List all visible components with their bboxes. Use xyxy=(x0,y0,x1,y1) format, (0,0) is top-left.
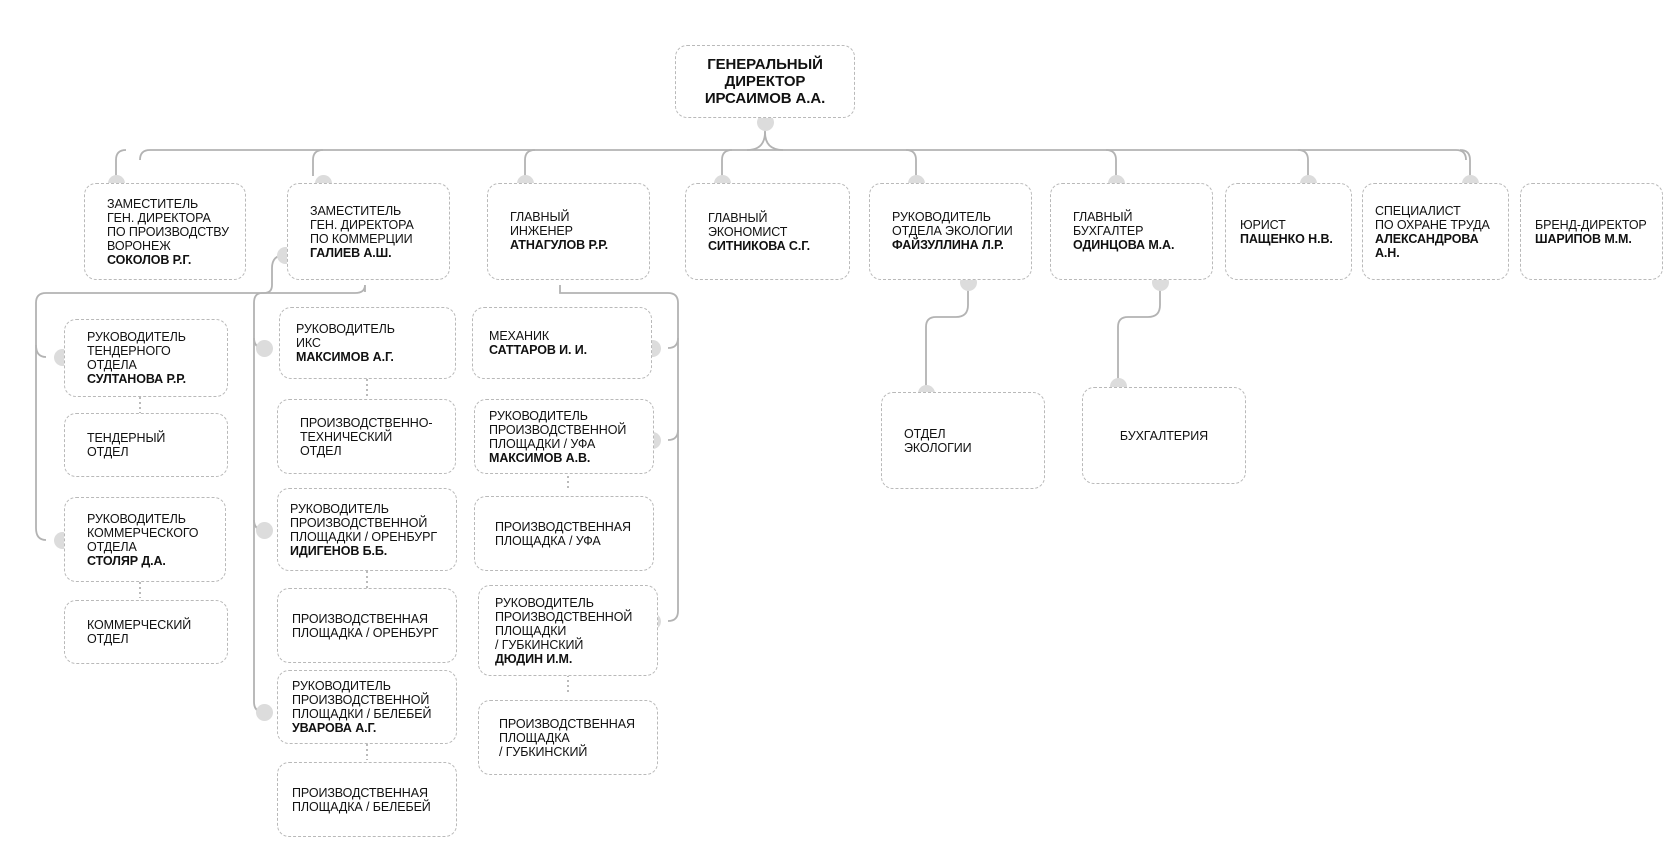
role: РУКОВОДИТЕЛЬ ПРОИЗВОДСТВЕННОЙ ПЛОЩАДКИ /… xyxy=(292,679,432,721)
role: ЮРИСТ xyxy=(1240,217,1286,232)
iks-head-box: РУКОВОДИТЕЛЬ ИКС МАКСИМОВ А.Г. xyxy=(279,307,456,379)
person-name: АЛЕКСАНДРОВА А.Н. xyxy=(1375,231,1479,260)
pto-department-box: ПРОИЗВОДСТВЕННО- ТЕХНИЧЕСКИЙ ОТДЕЛ xyxy=(277,399,456,474)
ceo-title-line1: ГЕНЕРАЛЬНЫЙ xyxy=(707,56,823,73)
role: ГЛАВНЫЙ ЭКОНОМИСТ xyxy=(708,210,788,239)
person-name: ДЮДИН И.М. xyxy=(495,651,573,666)
gubkinsky-head-box: РУКОВОДИТЕЛЬ ПРОИЗВОДСТВЕННОЙ ПЛОЩАДКИ /… xyxy=(478,585,658,676)
department-label: ПРОИЗВОДСТВЕННО- ТЕХНИЧЕСКИЙ ОТДЕЛ xyxy=(300,415,433,458)
belebey-head-box: РУКОВОДИТЕЛЬ ПРОИЗВОДСТВЕННОЙ ПЛОЩАДКИ /… xyxy=(277,670,457,744)
orenburg-head-box: РУКОВОДИТЕЛЬ ПРОИЗВОДСТВЕННОЙ ПЛОЩАДКИ /… xyxy=(277,488,457,571)
department-label: ОТДЕЛ ЭКОЛОГИИ xyxy=(904,426,972,455)
lawyer-box: ЮРИСТ ПАЩЕНКО Н.В. xyxy=(1225,183,1352,280)
person-name: АТНАГУЛОВ Р.Р. xyxy=(510,238,608,252)
person-name: СТОЛЯР Д.А. xyxy=(87,553,166,568)
role: ГЛАВНЫЙ БУХГАЛТЕР xyxy=(1073,210,1144,238)
safety-specialist-box: СПЕЦИАЛИСТ ПО ОХРАНЕ ТРУДА АЛЕКСАНДРОВА … xyxy=(1362,183,1509,280)
mechanic-box: МЕХАНИК САТТАРОВ И. И. xyxy=(472,307,652,379)
chief-economist-box: ГЛАВНЫЙ ЭКОНОМИСТ СИТНИКОВА С.Г. xyxy=(685,183,850,280)
person-name: ИДИГЕНОВ Б.Б. xyxy=(290,543,388,558)
commercial-department-box: КОММЕРЧЕСКИЙ ОТДЕЛ xyxy=(64,600,228,664)
role: СПЕЦИАЛИСТ ПО ОХРАНЕ ТРУДА xyxy=(1375,203,1490,232)
role: ЗАМЕСТИТЕЛЬ ГЕН. ДИРЕКТОРА ПО ПРОИЗВОДСТ… xyxy=(107,196,229,253)
department-label: ПРОИЗВОДСТВЕННАЯ ПЛОЩАДКА / ОРЕНБУРГ xyxy=(292,611,439,640)
deputy-commerce-box: ЗАМЕСТИТЕЛЬ ГЕН. ДИРЕКТОРА ПО КОММЕРЦИИ … xyxy=(287,183,450,280)
ufa-site-box: ПРОИЗВОДСТВЕННАЯ ПЛОЩАДКА / УФА xyxy=(474,496,654,571)
person-name: САТТАРОВ И. И. xyxy=(489,343,588,357)
person-name: ОДИНЦОВА М.А. xyxy=(1073,238,1175,252)
department-label: ПРОИЗВОДСТВЕННАЯ ПЛОЩАДКА / ГУБКИНСКИЙ xyxy=(499,716,635,759)
chief-engineer-box: ГЛАВНЫЙ ИНЖЕНЕР АТНАГУЛОВ Р.Р. xyxy=(487,183,650,280)
person-name: ПАЩЕНКО Н.В. xyxy=(1240,231,1333,246)
person-name: МАКСИМОВ А.Г. xyxy=(296,350,394,364)
person-name: ШАРИПОВ М.М. xyxy=(1535,231,1632,246)
role: РУКОВОДИТЕЛЬ ОТДЕЛА ЭКОЛОГИИ xyxy=(892,210,1013,238)
gubkinsky-site-box: ПРОИЗВОДСТВЕННАЯ ПЛОЩАДКА / ГУБКИНСКИЙ xyxy=(478,700,658,775)
department-label: ТЕНДЕРНЫЙ ОТДЕЛ xyxy=(87,431,166,459)
role: РУКОВОДИТЕЛЬ ПРОИЗВОДСТВЕННОЙ ПЛОЩАДКИ /… xyxy=(290,501,438,544)
role: РУКОВОДИТЕЛЬ ПРОИЗВОДСТВЕННОЙ ПЛОЩАДКИ /… xyxy=(489,408,627,451)
role: РУКОВОДИТЕЛЬ ИКС xyxy=(296,322,395,350)
brand-director-box: БРЕНД-ДИРЕКТОР ШАРИПОВ М.М. xyxy=(1520,183,1663,280)
belebey-site-box: ПРОИЗВОДСТВЕННАЯ ПЛОЩАДКА / БЕЛЕБЕЙ xyxy=(277,762,457,837)
person-name: ФАЙЗУЛЛИНА Л.Р. xyxy=(892,238,1004,252)
department-label: ПРОИЗВОДСТВЕННАЯ ПЛОЩАДКА / УФА xyxy=(495,519,631,548)
connector-dot xyxy=(255,703,273,721)
accounting-department-box: БУХГАЛТЕРИЯ xyxy=(1082,387,1246,484)
person-name: МАКСИМОВ А.В. xyxy=(489,450,591,465)
ecology-department-box: ОТДЕЛ ЭКОЛОГИИ xyxy=(881,392,1045,489)
orenburg-site-box: ПРОИЗВОДСТВЕННАЯ ПЛОЩАДКА / ОРЕНБУРГ xyxy=(277,588,457,663)
connector-dot xyxy=(255,339,273,357)
tender-head-box: РУКОВОДИТЕЛЬ ТЕНДЕРНОГО ОТДЕЛА СУЛТАНОВА… xyxy=(64,319,228,397)
person-name: СУЛТАНОВА Р.Р. xyxy=(87,372,186,386)
role: МЕХАНИК xyxy=(489,329,550,343)
person-name: ГАЛИЕВ А.Ш. xyxy=(310,245,392,260)
ceo-name: ИРСАИМОВ А.А. xyxy=(704,90,826,107)
chief-accountant-box: ГЛАВНЫЙ БУХГАЛТЕР ОДИНЦОВА М.А. xyxy=(1050,183,1213,280)
person-name: СОКОЛОВ Р.Г. xyxy=(107,252,192,267)
ceo-box: ГЕНЕРАЛЬНЫЙ ДИРЕКТОР ИРСАИМОВ А.А. xyxy=(675,45,855,118)
commercial-head-box: РУКОВОДИТЕЛЬ КОММЕРЧЕСКОГО ОТДЕЛА СТОЛЯР… xyxy=(64,497,226,582)
role: РУКОВОДИТЕЛЬ КОММЕРЧЕСКОГО ОТДЕЛА xyxy=(87,511,199,554)
role: БРЕНД-ДИРЕКТОР xyxy=(1535,217,1647,232)
tender-department-box: ТЕНДЕРНЫЙ ОТДЕЛ xyxy=(64,413,228,477)
department-label: БУХГАЛТЕРИЯ xyxy=(1119,428,1209,443)
role: РУКОВОДИТЕЛЬ ПРОИЗВОДСТВЕННОЙ ПЛОЩАДКИ /… xyxy=(495,595,633,652)
role: ГЛАВНЫЙ ИНЖЕНЕР xyxy=(510,210,573,238)
role: ЗАМЕСТИТЕЛЬ ГЕН. ДИРЕКТОРА ПО КОММЕРЦИИ xyxy=(310,203,414,246)
role: РУКОВОДИТЕЛЬ ТЕНДЕРНОГО ОТДЕЛА xyxy=(87,330,186,372)
ufa-head-box: РУКОВОДИТЕЛЬ ПРОИЗВОДСТВЕННОЙ ПЛОЩАДКИ /… xyxy=(474,399,654,474)
ecology-head-box: РУКОВОДИТЕЛЬ ОТДЕЛА ЭКОЛОГИИ ФАЙЗУЛЛИНА … xyxy=(869,183,1032,280)
deputy-production-box: ЗАМЕСТИТЕЛЬ ГЕН. ДИРЕКТОРА ПО ПРОИЗВОДСТ… xyxy=(84,183,246,280)
connector-dot xyxy=(255,521,273,539)
person-name: УВАРОВА А.Г. xyxy=(292,721,377,735)
person-name: СИТНИКОВА С.Г. xyxy=(708,238,811,253)
ceo-title-line2: ДИРЕКТОР xyxy=(724,73,806,90)
department-label: КОММЕРЧЕСКИЙ ОТДЕЛ xyxy=(87,618,192,646)
department-label: ПРОИЗВОДСТВЕННАЯ ПЛОЩАДКА / БЕЛЕБЕЙ xyxy=(292,785,431,814)
